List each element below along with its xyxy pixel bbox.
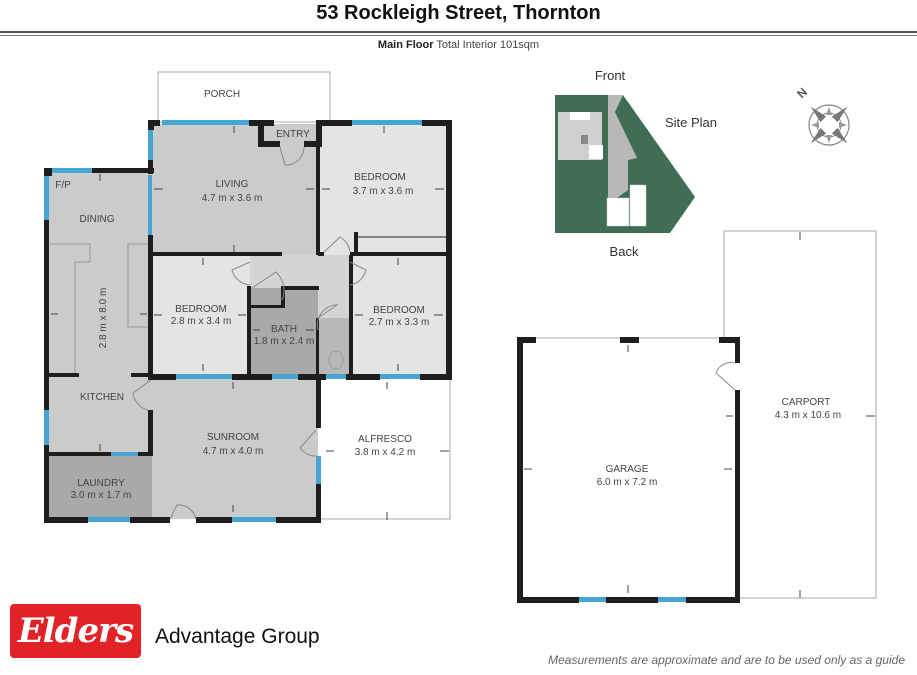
bedroom-2 (152, 255, 250, 375)
site-plan (555, 95, 695, 233)
disclaimer: Measurements are approximate and are to … (548, 653, 905, 667)
carport-area (723, 230, 877, 599)
bedroom-1-size: 3.7 m x 3.6 m (353, 186, 414, 197)
fireplace-label: F/P (55, 180, 71, 191)
site-house-bath (581, 135, 588, 144)
site-house-porch (570, 112, 590, 120)
bath-size: 1.8 m x 2.4 m (254, 336, 315, 347)
bedroom-3-size: 2.7 m x 3.3 m (369, 317, 430, 328)
bedroom-3 (350, 255, 446, 375)
bedroom-1-label: BEDROOM (354, 172, 406, 183)
sunroom-label: SUNROOM (207, 432, 259, 443)
garage-walls (517, 337, 740, 603)
floor-label: Main Floor (377, 39, 434, 51)
dining-kitchen (48, 172, 152, 452)
site-driveway (604, 95, 637, 200)
site-garage (606, 197, 630, 227)
living-label: LIVING (216, 179, 249, 190)
dining-kitchen-size: 2.8 m x 8.0 m (98, 288, 109, 349)
kitchen-label: KITCHEN (80, 392, 124, 403)
walls (44, 120, 452, 523)
garage-windows (579, 597, 686, 602)
site-house-alfresco (589, 145, 603, 159)
living-room (152, 124, 318, 255)
sunroom (152, 377, 318, 519)
carport-label: CARPORT (782, 397, 831, 408)
site-front-label: Front (595, 68, 626, 83)
elders-logo-text: Elders (17, 611, 134, 651)
laundry-label: LAUNDRY (77, 478, 125, 489)
garage-side-door (715, 362, 736, 391)
alfresco-label: ALFRESCO (358, 434, 412, 445)
title-divider (0, 31, 917, 33)
floor-subtitle: Main Floor Total Interior 101sqm (0, 39, 917, 51)
entry-label: ENTRY (276, 129, 310, 140)
garage-size: 6.0 m x 7.2 m (597, 477, 658, 488)
bedroom-2-size: 2.8 m x 3.4 m (171, 316, 232, 327)
site-carport (629, 184, 647, 227)
laundry-size: 3.0 m x 1.7 m (71, 490, 132, 501)
site-back-label: Back (610, 244, 639, 259)
garage (520, 337, 740, 601)
page-title: 53 Rockleigh Street, Thornton (316, 2, 601, 24)
doors (132, 146, 367, 520)
compass-north-label: N (794, 85, 810, 101)
bedroom-1 (318, 124, 450, 255)
laundry (48, 455, 152, 519)
porch-area (157, 71, 331, 123)
alfresco-size: 3.8 m x 4.2 m (355, 447, 416, 458)
garage-label: GARAGE (606, 464, 649, 475)
living-size: 4.7 m x 3.6 m (202, 193, 263, 204)
kitchen-bench-left (50, 243, 91, 375)
compass-rose-icon (808, 104, 850, 146)
carport-size: 4.3 m x 10.6 m (775, 410, 841, 421)
site-plan-title: Site Plan (665, 115, 717, 130)
kitchen-bench-right (127, 243, 150, 328)
interior-area: Total Interior 101sqm (436, 39, 540, 51)
agency-name: Advantage Group (155, 625, 320, 648)
dimension-markers (51, 126, 875, 598)
bath-label: BATH (271, 324, 297, 335)
toilet (318, 318, 350, 375)
porch-label: PORCH (204, 89, 240, 100)
bedroom-2-label: BEDROOM (175, 304, 227, 315)
sunroom-size: 4.7 m x 4.0 m (203, 446, 264, 457)
bedroom-3-label: BEDROOM (373, 305, 425, 316)
dining-label: DINING (80, 214, 115, 225)
elders-logo (10, 604, 141, 658)
title-divider-thin (0, 35, 917, 36)
windows (44, 120, 422, 522)
